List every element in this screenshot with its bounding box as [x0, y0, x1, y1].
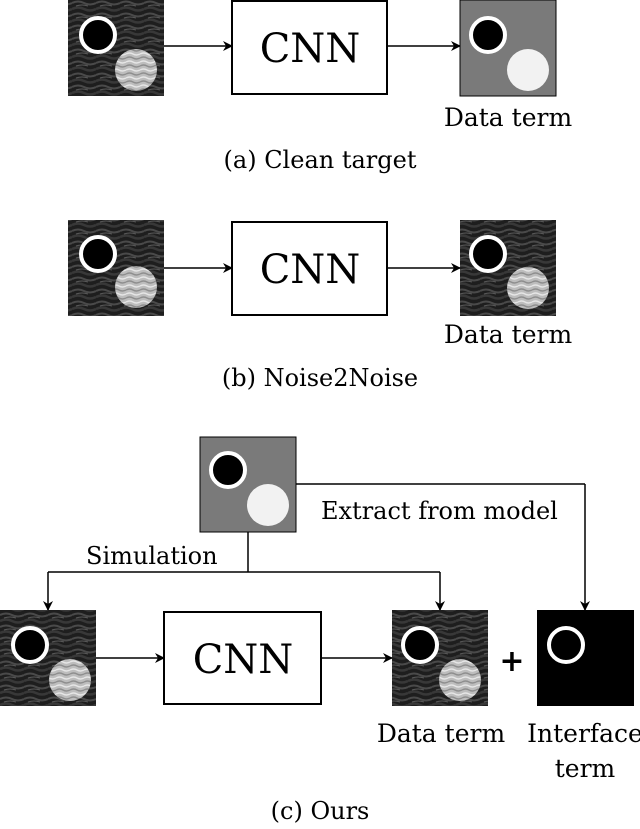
cnn-box — [231, 221, 388, 316]
clean-target-image — [459, 0, 557, 97]
cnn-label: CNN — [193, 637, 294, 683]
interface-background — [537, 610, 634, 706]
interface-term-label-line2: term — [555, 754, 616, 783]
cnn-label: CNN — [260, 247, 361, 293]
caption-b: (b) Noise2Noise — [222, 364, 418, 392]
bright-ring-disc — [209, 451, 247, 489]
noisy-target-image — [460, 220, 556, 316]
noisy-input-image — [68, 220, 164, 316]
caption-a: (a) Clean target — [224, 146, 417, 174]
clean-model-image — [199, 436, 297, 533]
interface-term-label-line1: Interface — [527, 719, 640, 748]
cnn-label: CNN — [260, 26, 361, 72]
white-disc — [507, 49, 549, 91]
bright-ring-disc — [547, 626, 585, 664]
textured-disc — [49, 659, 91, 701]
cnn-box — [231, 0, 388, 95]
textured-disc — [507, 267, 549, 309]
panel-a: CNN Data term (a) Clean target — [68, 0, 572, 174]
bright-ring-disc — [401, 626, 439, 664]
interface-image — [537, 610, 634, 706]
data-term-label: Data term — [377, 719, 506, 748]
bright-ring-disc — [79, 235, 117, 273]
bright-ring-disc — [79, 16, 117, 54]
bright-ring-disc — [469, 16, 507, 54]
extract-label: Extract from model — [321, 497, 558, 525]
panel-b: CNN Data term (b) Noise2Noise — [68, 220, 572, 392]
noisy-target-image — [392, 610, 488, 706]
data-term-label: Data term — [444, 320, 573, 349]
caption-c: (c) Ours — [271, 797, 370, 825]
textured-disc — [439, 659, 481, 701]
plus-sign: + — [499, 644, 524, 679]
cnn-box — [163, 611, 322, 705]
white-disc — [247, 484, 289, 526]
textured-disc — [115, 266, 157, 308]
bright-ring-disc — [11, 626, 49, 664]
data-term-label: Data term — [444, 103, 573, 132]
panel-c: Simulation Extract from model CNN + Data… — [0, 436, 640, 825]
textured-disc — [115, 49, 157, 91]
noisy-input-image — [0, 610, 96, 706]
noisy-input-image — [68, 0, 164, 96]
bright-ring-disc — [469, 235, 507, 273]
simulation-label: Simulation — [86, 542, 218, 570]
